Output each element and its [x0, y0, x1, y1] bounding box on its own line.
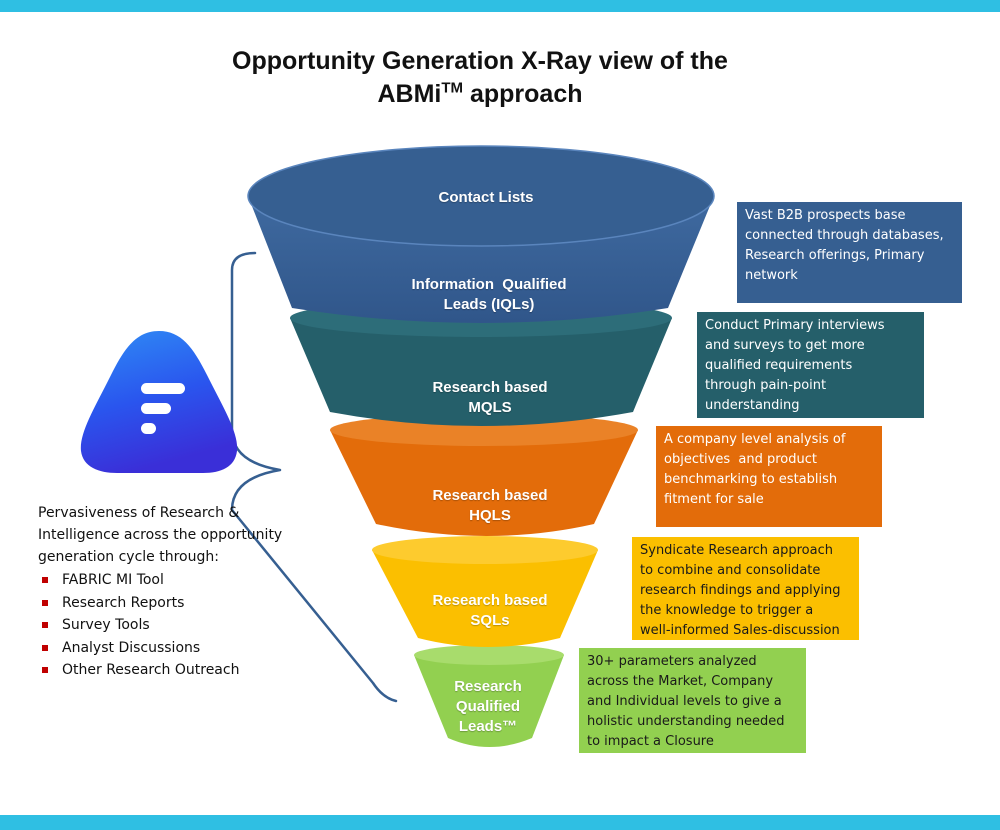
stage-5-label: Research Qualified Leads™: [418, 677, 558, 737]
bullet-square-icon: [42, 577, 48, 583]
stage-2-label-line-1: Research based: [432, 379, 548, 396]
stage-4-rim: [372, 536, 598, 564]
stage-4-description: Syndicate Research approach to combine a…: [632, 537, 859, 640]
description-line: Conduct Primary interviews: [705, 318, 885, 333]
stage-2-description: Conduct Primary interviews and surveys t…: [697, 312, 924, 418]
stage-5-rim: [414, 645, 564, 665]
list-item: Research Reports: [40, 592, 239, 615]
stage-3-description: A company level analysis of objectives a…: [656, 426, 882, 527]
description-line: Syndicate Research approach: [640, 543, 833, 558]
intro-line: generation cycle through:: [38, 549, 219, 565]
description-line: qualified requirements: [705, 358, 853, 373]
list-item-label: Other Research Outreach: [62, 662, 240, 678]
description-line: Research offerings, Primary: [745, 248, 925, 263]
description-line: and surveys to get more: [705, 338, 865, 353]
list-item: Survey Tools: [40, 614, 239, 637]
top-accent-bar: [0, 0, 1000, 12]
stage-5-shape: [414, 648, 564, 747]
stage-1-top-ellipse: [247, 145, 715, 247]
description-line: objectives and product: [664, 452, 817, 467]
stage-1-label: Information Qualified Leads (IQLs): [379, 275, 599, 315]
page-title: Opportunity Generation X-Ray view of the…: [150, 45, 810, 111]
bottom-accent-bar: [0, 815, 1000, 830]
title-trademark: TM: [441, 79, 464, 97]
stage-2-shape: [290, 305, 672, 426]
description-line: A company level analysis of: [664, 432, 846, 447]
bullet-square-icon: [42, 599, 48, 606]
description-line: network: [745, 268, 798, 283]
description-line: the knowledge to trigger a: [640, 603, 814, 618]
title-line-1: Opportunity Generation X-Ray view of the: [232, 47, 728, 75]
bullet-square-icon: [42, 622, 48, 628]
stage-2-label-line-2: MQLS: [468, 399, 512, 416]
description-line: through pain-point: [705, 378, 827, 393]
stage-2-label: Research based MQLS: [385, 378, 595, 418]
stage-3-label: Research based HQLS: [385, 486, 595, 526]
description-line: fitment for sale: [664, 492, 764, 507]
stage-1-label-line-2: Leads (IQLs): [443, 296, 535, 313]
intro-line: Intelligence across the opportunity: [38, 527, 283, 543]
bullet-square-icon: [42, 667, 48, 673]
description-line: holistic understanding needed: [587, 714, 785, 729]
stage-4-shape: [372, 541, 598, 647]
stage-4-label: Research based SQLs: [385, 591, 595, 631]
bracket: [230, 251, 398, 703]
description-line: connected through databases,: [745, 228, 944, 243]
pervasiveness-intro: Pervasiveness of Research & Intelligence…: [38, 502, 338, 568]
description-line: understanding: [705, 398, 800, 413]
contact-lists-label: Contact Lists: [438, 189, 534, 206]
fabric-logo-icon: [77, 327, 242, 480]
stage-4-label-line-2: SQLs: [470, 612, 510, 629]
stage-5-description: 30+ parameters analyzed across the Marke…: [579, 648, 806, 753]
list-item-label: Research Reports: [62, 594, 185, 611]
stage-1-description: Vast B2B prospects base connected throug…: [737, 202, 962, 303]
stage-3-label-line-1: Research based: [432, 487, 548, 504]
intro-line: Pervasiveness of Research &: [38, 505, 240, 521]
bullet-square-icon: [42, 644, 48, 651]
stage-3-shape: [330, 420, 638, 536]
list-item-label: Analyst Discussions: [62, 639, 201, 656]
list-item: FABRIC MI Tool: [40, 569, 239, 592]
list-item-label: Survey Tools: [62, 617, 150, 633]
stage-5-label-line-2: Qualified: [455, 698, 521, 715]
list-item: Analyst Discussions: [40, 637, 239, 660]
description-line: to combine and consolidate: [640, 563, 821, 578]
stage-1-label-line-1: Information Qualified: [411, 276, 567, 293]
stage-4-label-line-1: Research based: [432, 592, 548, 609]
stage-5-label-line-1: Research: [454, 678, 522, 695]
research-tools-list: FABRIC MI Tool Research Reports Survey T…: [40, 569, 239, 682]
title-line-2: ABMiTM approach: [150, 78, 810, 111]
description-line: well-informed Sales-discussion: [640, 623, 840, 638]
description-line: 30+ parameters analyzed: [587, 654, 757, 669]
description-line: and Individual levels to give a: [587, 694, 782, 709]
title-approach: approach: [463, 80, 583, 108]
description-line: benchmarking to establish: [664, 472, 838, 487]
list-item-label: FABRIC MI Tool: [62, 572, 164, 588]
stage-5-label-line-3: Leads™: [458, 718, 518, 735]
description-line: across the Market, Company: [587, 674, 774, 689]
description-line: to impact a Closure: [587, 734, 714, 749]
title-abmi: ABMi: [377, 80, 442, 108]
stage-3-label-line-2: HQLS: [469, 507, 511, 524]
description-line: Vast B2B prospects base: [745, 208, 906, 223]
list-item: Other Research Outreach: [40, 659, 239, 682]
description-line: research findings and applying: [640, 583, 841, 598]
